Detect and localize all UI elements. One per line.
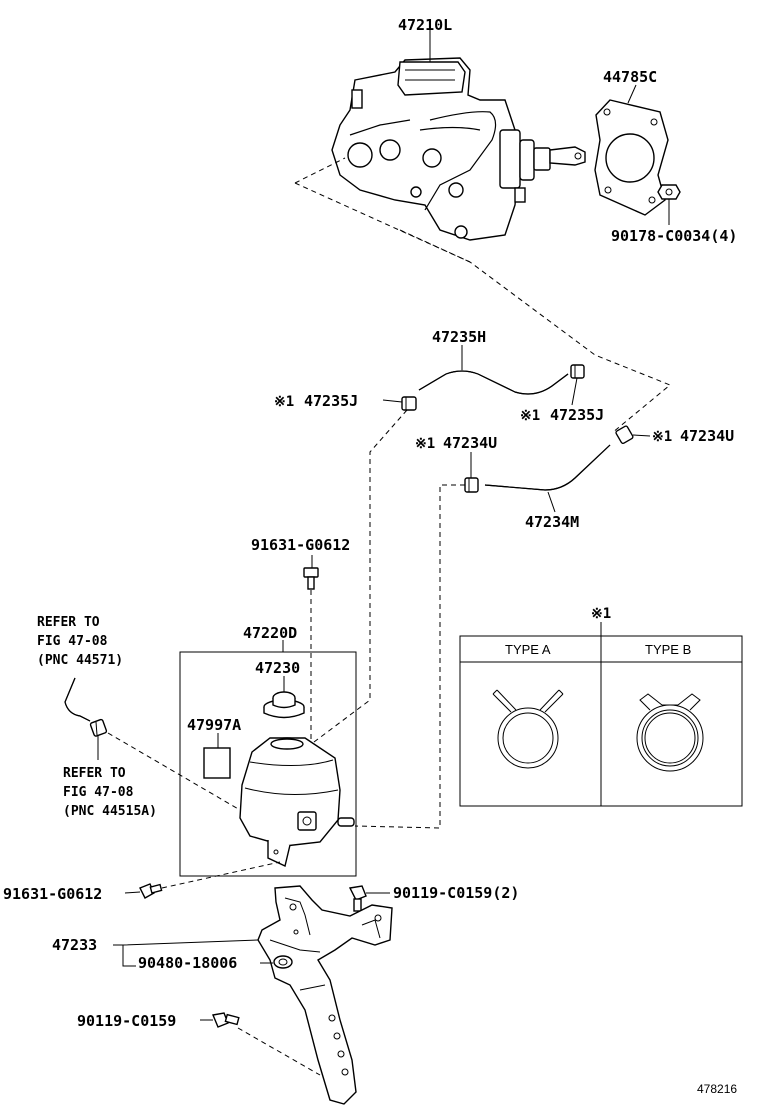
clamp-type-a-drawing	[492, 689, 564, 769]
part-label-90119-C0159-2: 90119-C0159(2)	[393, 884, 519, 902]
caution-label-plate[interactable]	[203, 747, 231, 779]
part-label-47235H: 47235H	[432, 328, 486, 346]
type-b-header: TYPE B	[645, 642, 691, 657]
refer-line: FIG 47-08	[63, 785, 134, 800]
hose-clamp[interactable]	[570, 364, 585, 379]
mark-symbol: ※1	[274, 394, 294, 410]
mark-symbol: ※1	[415, 436, 435, 452]
type-a-header: TYPE A	[505, 642, 551, 657]
part-label-91631-G0612: 91631-G0612	[251, 536, 350, 554]
gasket[interactable]	[594, 99, 669, 216]
mark-symbol: ※1	[652, 429, 672, 445]
part-label-91631-G0612: 91631-G0612	[3, 885, 102, 903]
part-label-47235J: 47235J	[304, 392, 358, 410]
part-label-47235J: 47235J	[550, 406, 604, 424]
part-label-44785C: 44785C	[603, 68, 657, 86]
refer-line: FIG 47-08	[37, 634, 108, 649]
part-label-47234M: 47234M	[525, 513, 579, 531]
hose-clamp[interactable]	[615, 425, 634, 445]
part-label-47233: 47233	[52, 936, 97, 954]
reservoir-bracket[interactable]	[257, 885, 393, 1105]
reservoir-assembly-box	[179, 651, 357, 877]
hose-clamp	[89, 718, 108, 737]
refer-line: (PNC 44515A)	[63, 804, 157, 819]
hose-clamp[interactable]	[464, 477, 479, 493]
hose-upper[interactable]	[418, 370, 569, 395]
type-table-mark: ※1	[591, 606, 611, 622]
part-label-47234U: 47234U	[443, 434, 497, 452]
refer-line: (PNC 44571)	[37, 653, 123, 668]
part-label-47220D: 47220D	[243, 624, 297, 642]
reservoir-tank[interactable]	[239, 737, 355, 868]
mark-symbol: ※1	[520, 408, 540, 424]
refer-line: REFER TO	[63, 766, 126, 781]
return-hose	[64, 677, 91, 722]
figure-number: 478216	[697, 1082, 737, 1096]
clamp-type-table	[459, 635, 743, 807]
part-label-47230: 47230	[255, 659, 300, 677]
brake-booster-assembly[interactable]	[331, 57, 586, 241]
part-label-90119-C0159: 90119-C0159	[77, 1012, 176, 1030]
part-label-47210L: 47210L	[398, 16, 452, 34]
nut[interactable]	[657, 184, 681, 200]
part-label-47234U: 47234U	[680, 427, 734, 445]
hose-clamp[interactable]	[401, 396, 417, 411]
hose-lower[interactable]	[484, 444, 611, 491]
clamp-type-b-drawing	[636, 693, 704, 772]
reservoir-cap[interactable]	[263, 691, 305, 719]
refer-line: REFER TO	[37, 615, 100, 630]
part-label-90480-18006: 90480-18006	[138, 954, 237, 972]
bolt[interactable]	[348, 885, 367, 912]
screw[interactable]	[139, 883, 163, 899]
screw[interactable]	[303, 567, 319, 590]
part-label-90178-C0034: 90178-C0034(4)	[611, 227, 737, 245]
grommet[interactable]	[273, 955, 293, 969]
bolt[interactable]	[212, 1012, 240, 1028]
part-label-47997A: 47997A	[187, 716, 241, 734]
